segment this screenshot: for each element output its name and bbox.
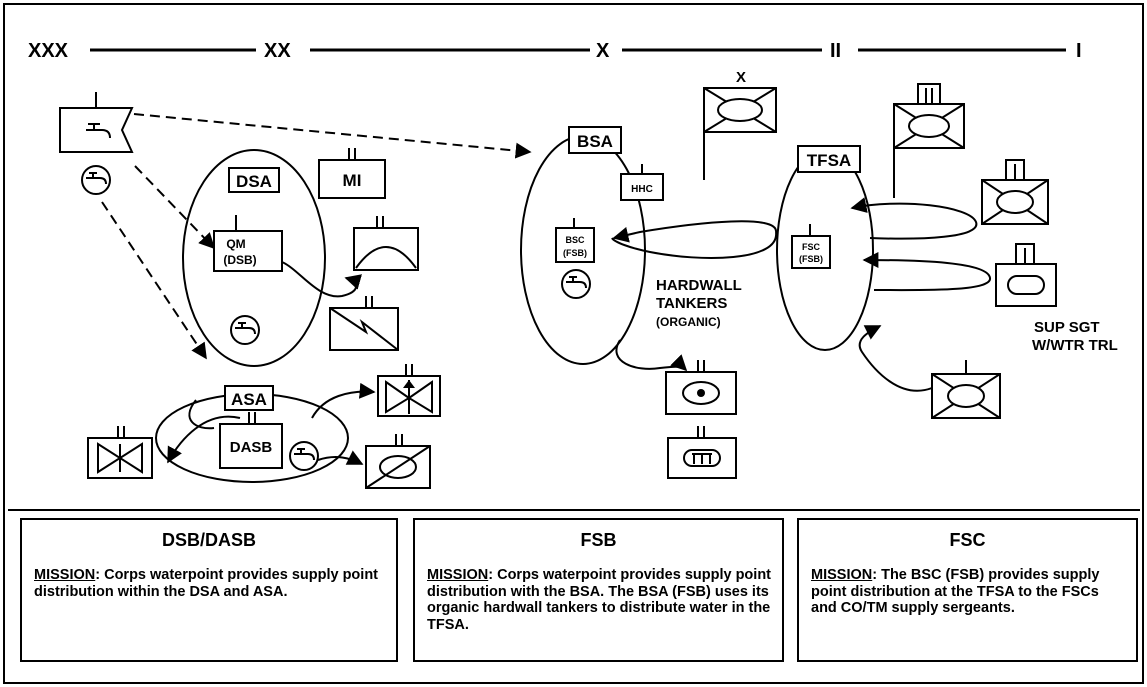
dsa-area-oval <box>182 149 326 367</box>
echelon-i-label: I <box>1076 40 1082 62</box>
fsc-label: FSC <box>802 242 821 252</box>
water-tap-icon <box>86 123 111 139</box>
bsa-label-box <box>568 126 622 154</box>
ordnance-ammo-unit-symbol <box>377 364 441 417</box>
echelon-xxx-label: XXX <box>28 40 69 62</box>
panel-mission-text: MISSION: Corps waterpoint provides suppl… <box>427 567 774 633</box>
water-point-icon <box>561 269 591 299</box>
distribution-arrow <box>311 382 376 419</box>
tfsa-label-box <box>797 145 861 173</box>
flag-x-label: X <box>736 69 746 86</box>
asa-label: ASA <box>231 390 267 409</box>
panel-fsc: FSC MISSION: The BSC (FSB) provides supp… <box>797 518 1138 662</box>
distribution-arrow <box>317 450 364 465</box>
dsa-label: DSA <box>236 172 272 191</box>
echelon-ii-label: II <box>830 40 841 62</box>
company-unit-symbol <box>931 360 1001 419</box>
panel-mission-text: MISSION: Corps waterpoint provides suppl… <box>34 567 388 600</box>
mi-unit-symbol <box>318 148 386 199</box>
water-point-icon <box>230 315 260 345</box>
bsc-fsb-label: (FSB) <box>563 248 587 258</box>
distribution-loop-arrow <box>862 252 991 292</box>
outer-frame <box>3 3 1144 684</box>
bsc-fsb-unit-symbol <box>555 218 595 263</box>
panel-title: FSB <box>580 530 617 550</box>
support-unit-symbol <box>665 360 737 415</box>
distribution-loop-arrow <box>850 197 978 240</box>
distribution-arrow <box>188 399 215 430</box>
echelon-xx-label: XX <box>264 40 291 62</box>
panel-mission-text: MISSION: The BSC (FSB) provides supply p… <box>811 567 1128 617</box>
dasb-label: DASB <box>230 439 273 456</box>
mission-key: MISSION <box>811 567 873 583</box>
distribution-loop-arrow <box>858 325 933 392</box>
dsa-label-box <box>228 167 280 193</box>
mission-key: MISSION <box>34 567 96 583</box>
ordnance-unit-symbol <box>87 426 153 479</box>
qm-dsb-unit-symbol <box>213 215 283 272</box>
water-point-icon <box>289 441 319 471</box>
corps-water-unit-symbol <box>59 92 134 153</box>
distribution-loop-arrow <box>281 261 363 298</box>
battalion-hq-flag-symbol <box>893 83 965 198</box>
distribution-arrow <box>167 415 241 464</box>
organic-label: (ORGANIC) <box>656 315 721 329</box>
dsb-label: (DSB) <box>223 253 256 267</box>
mi-label: MI <box>343 171 362 190</box>
bsc-label: BSC <box>565 235 585 245</box>
hardwall-label: HARDWALL <box>656 277 742 294</box>
fsc-unit-symbol <box>791 224 831 269</box>
sup-sgt-label: SUP SGT <box>1034 319 1100 336</box>
hhc-label: HHC <box>631 184 653 195</box>
transport-unit-symbol <box>365 434 431 489</box>
panel-title: FSC <box>949 530 986 550</box>
dasb-unit-symbol <box>219 412 283 469</box>
hardwall-tanker-loop-arrow <box>612 220 778 243</box>
echelon-x-label: X <box>596 40 610 62</box>
fsc-fsb-label: (FSB) <box>799 254 823 264</box>
signal-unit-symbol <box>329 296 399 351</box>
bsa-label: BSA <box>577 132 613 151</box>
mission-body: : The BSC (FSB) provides supply point di… <box>811 567 1100 616</box>
company-unit-symbol <box>995 243 1057 307</box>
qm-label: QM <box>226 237 245 251</box>
supply-flow-dashed-arrows <box>101 113 532 360</box>
distribution-arrow <box>615 339 688 372</box>
water-point-icon <box>81 165 111 195</box>
wtr-trl-label: W/WTR TRL <box>1032 337 1118 354</box>
hhc-unit-symbol <box>620 164 664 201</box>
panel-title: DSB/DASB <box>161 530 256 550</box>
tankers-label: TANKERS <box>656 295 727 312</box>
echelon-bar: XXX XX X II I <box>28 40 1082 62</box>
tfsa-label: TFSA <box>807 151 851 170</box>
company-unit-symbol <box>981 159 1049 225</box>
brigade-hq-flag-symbol: X <box>703 69 777 180</box>
mission-body: : Corps waterpoint provides supply point… <box>34 567 378 600</box>
tracked-unit-symbol <box>667 426 737 479</box>
panel-fsb: FSB MISSION: Corps waterpoint provides s… <box>413 518 784 662</box>
aviation-unit-symbol <box>353 216 419 271</box>
mission-body: : Corps waterpoint provides supply point… <box>427 567 771 633</box>
panel-dsb-dasb: DSB/DASB MISSION: Corps waterpoint provi… <box>20 518 398 662</box>
asa-label-box <box>224 385 274 411</box>
mission-key: MISSION <box>427 567 489 583</box>
hardwall-tanker-loop <box>611 231 778 259</box>
